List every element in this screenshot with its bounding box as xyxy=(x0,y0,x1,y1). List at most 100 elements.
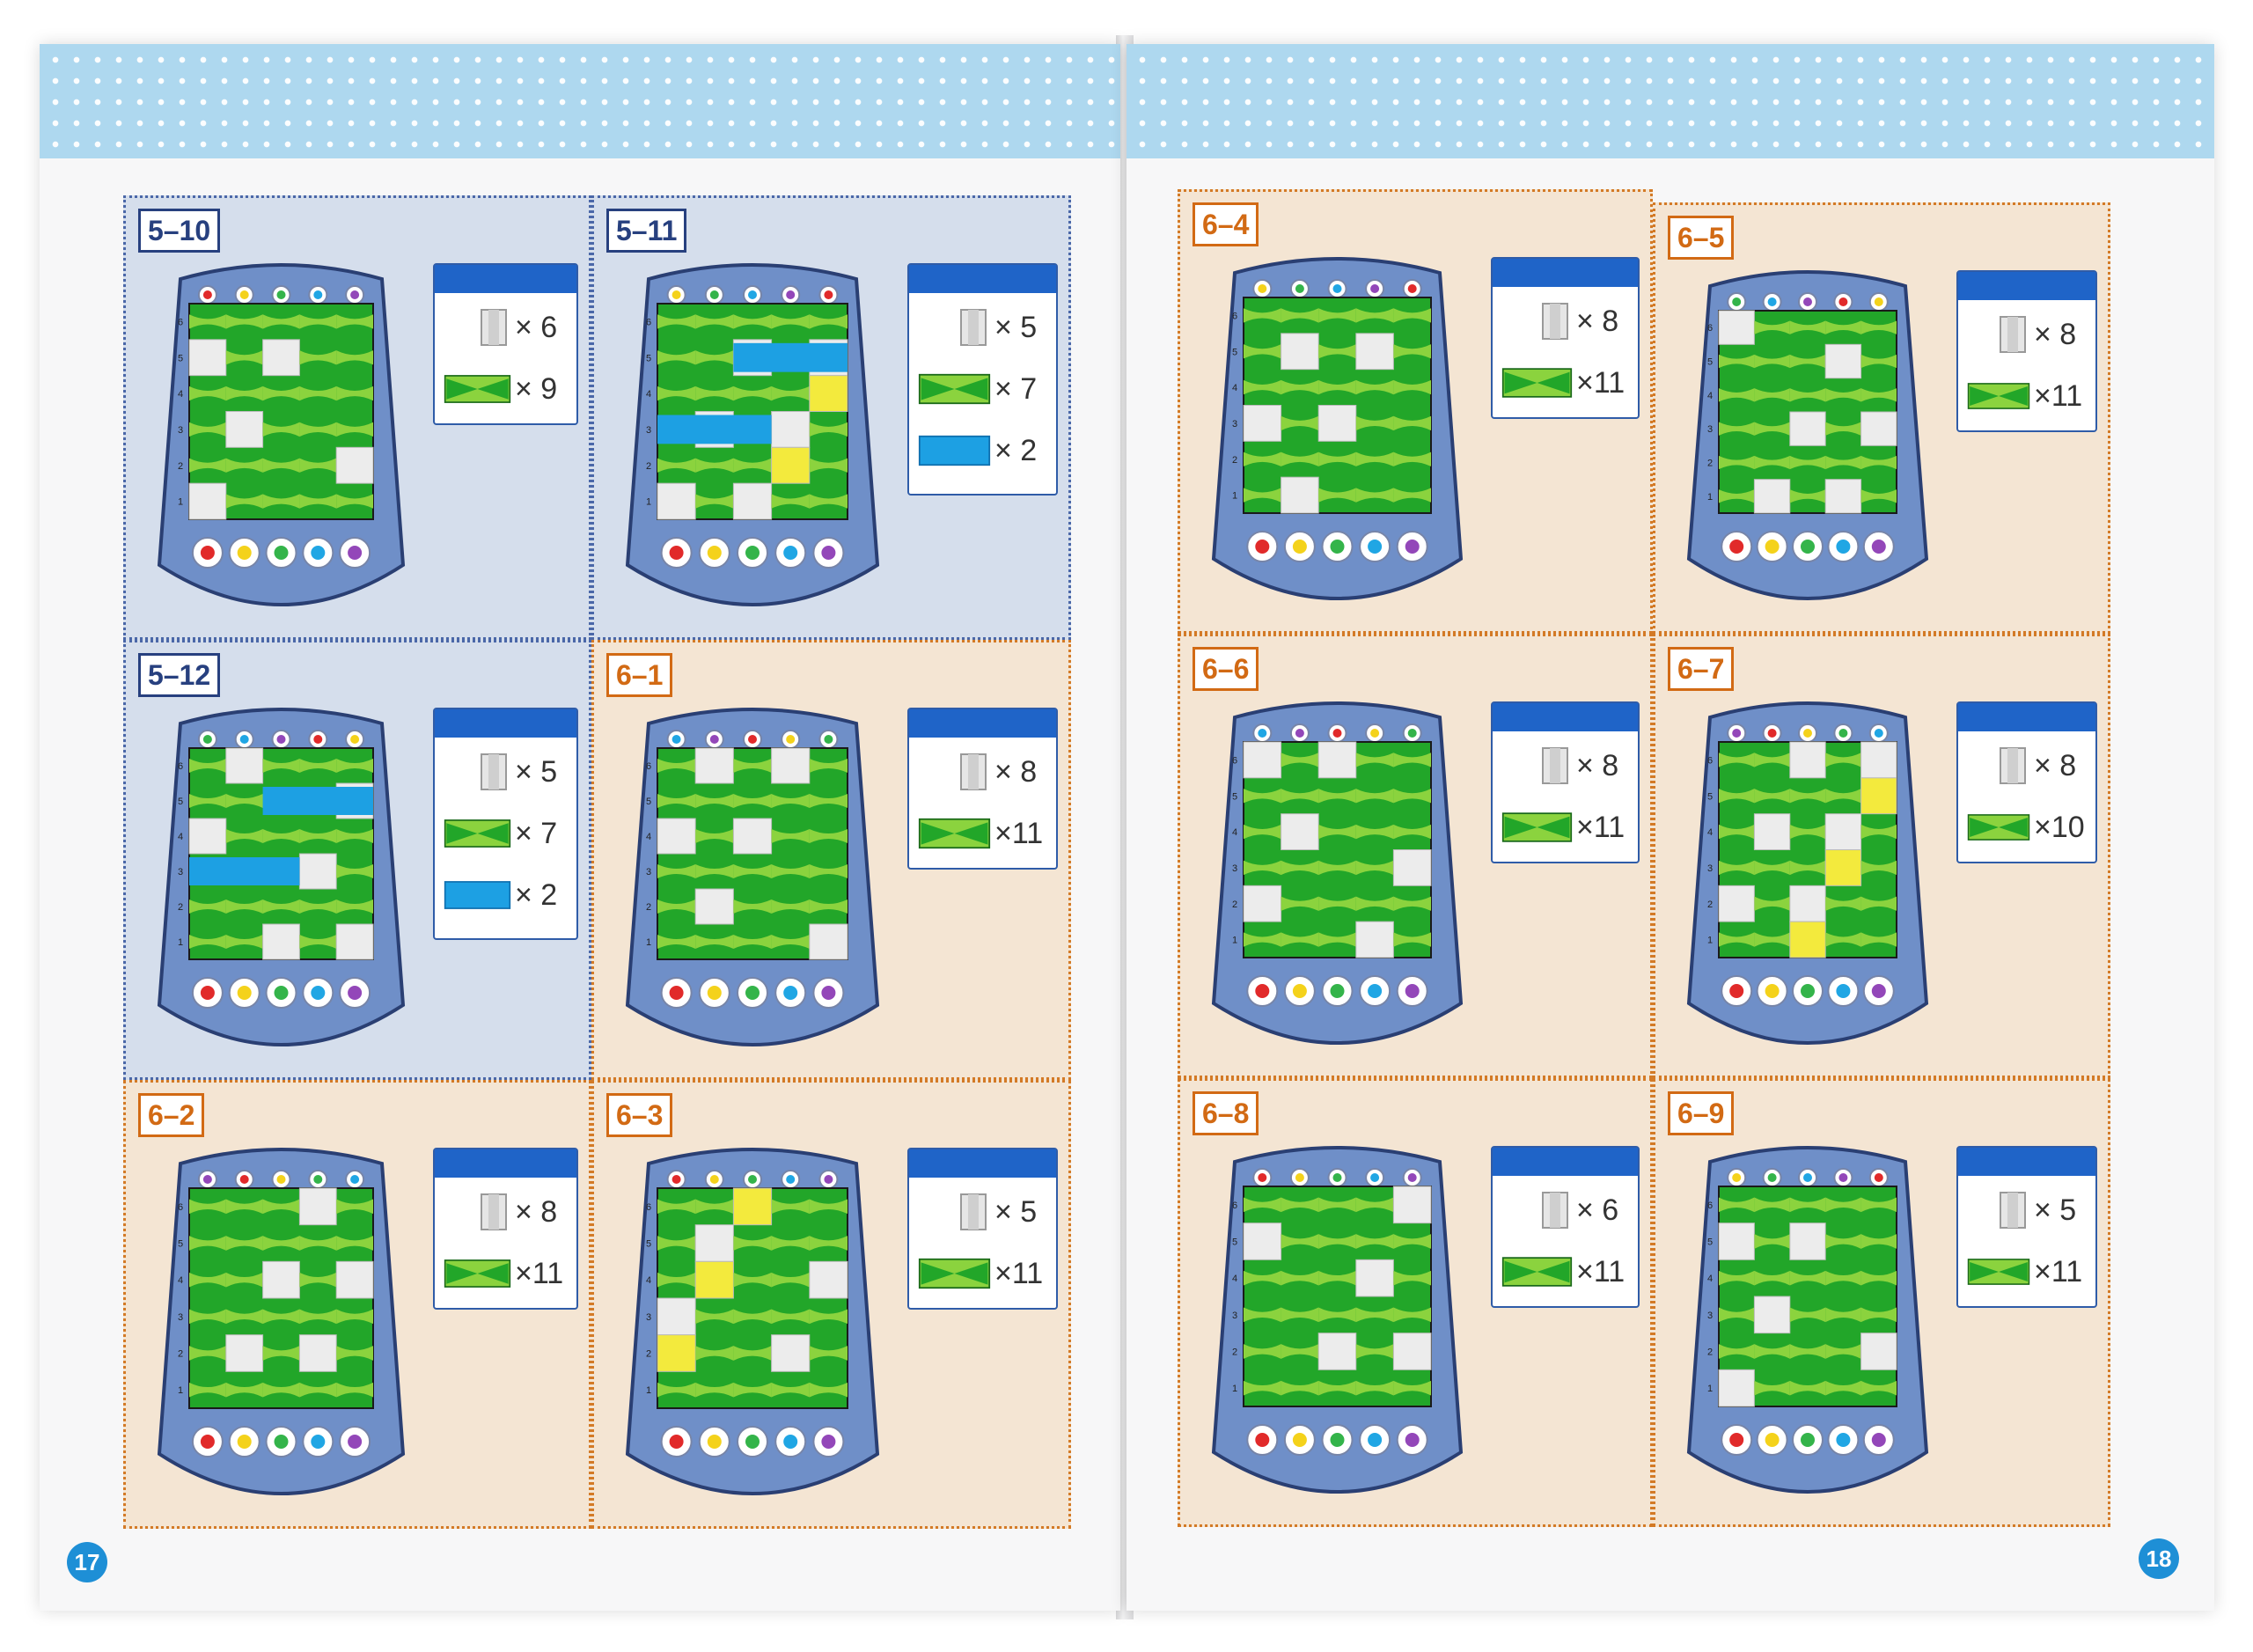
part-row: ×11 xyxy=(444,1253,569,1294)
white-tile xyxy=(335,1260,374,1299)
white-tile xyxy=(771,1334,811,1372)
path-tile xyxy=(657,794,696,808)
path-tile xyxy=(733,1236,772,1251)
path-tile xyxy=(733,314,772,329)
part-row: × 8 xyxy=(1967,314,2088,355)
path-tile xyxy=(225,1382,263,1398)
path-tile xyxy=(1355,860,1394,876)
green-path-tile-icon xyxy=(1967,814,2030,841)
parts-box: × 8 ×11 xyxy=(1956,270,2097,432)
part-count: × 7 xyxy=(515,816,558,850)
row-number: 5 xyxy=(1707,357,1713,368)
path-tile xyxy=(771,1309,810,1325)
path-tile xyxy=(1281,789,1319,804)
green-path-tile-icon xyxy=(444,375,511,403)
peg-color-dot xyxy=(239,1175,249,1184)
path-tile xyxy=(1393,379,1431,395)
part-count: × 7 xyxy=(994,371,1038,406)
peg-color-dot xyxy=(1732,729,1742,738)
part-count: × 8 xyxy=(994,754,1038,789)
row-number: 1 xyxy=(1232,1384,1237,1394)
blue-bar-piece xyxy=(189,857,300,885)
path-tile xyxy=(336,494,373,509)
marble xyxy=(783,986,798,1000)
row-number: 3 xyxy=(1232,1311,1237,1321)
parts-box-header xyxy=(435,709,576,738)
peg-color-dot xyxy=(1407,1173,1417,1182)
path-tile xyxy=(1754,422,1790,436)
path-tile xyxy=(657,1236,696,1251)
part-row: × 8 xyxy=(1501,745,1631,786)
white-tile-icon xyxy=(2000,316,2026,353)
yellow-tile xyxy=(1824,849,1862,886)
marble xyxy=(1801,1433,1815,1447)
path-tile xyxy=(225,458,263,473)
path-tile xyxy=(1281,932,1319,947)
white-tile xyxy=(694,747,734,784)
path-tile xyxy=(1719,455,1755,470)
path-tile xyxy=(225,794,263,808)
marble xyxy=(1330,540,1345,554)
path-tile xyxy=(1318,789,1356,804)
path-tile xyxy=(1860,388,1897,402)
path-tile xyxy=(1281,896,1319,911)
row-number: 4 xyxy=(1232,383,1237,393)
part-count: × 6 xyxy=(1576,1193,1619,1227)
path-tile xyxy=(1355,1380,1394,1396)
parts-box-header xyxy=(909,1149,1056,1178)
green-path-tile-icon xyxy=(918,373,991,405)
path-tile xyxy=(1281,415,1319,431)
part-row: ×11 xyxy=(918,813,1049,854)
marble xyxy=(237,546,252,560)
peg-color-dot xyxy=(1295,1173,1304,1182)
peg-color-dot xyxy=(824,1175,833,1184)
path-tile xyxy=(336,385,373,401)
green-path-tile-icon xyxy=(1501,812,1573,842)
parts-box-header xyxy=(1958,1148,2095,1176)
path-tile xyxy=(1318,344,1356,359)
puzzle-number: 6–1 xyxy=(606,653,673,697)
white-tile xyxy=(262,1260,300,1299)
white-tile-icon xyxy=(481,309,507,346)
path-tile xyxy=(1244,308,1281,323)
row-number: 2 xyxy=(1707,459,1713,469)
marble xyxy=(1836,984,1851,998)
peg-color-dot xyxy=(313,735,323,744)
row-number: 6 xyxy=(178,1202,183,1213)
peg-color-dot xyxy=(671,1175,681,1184)
row-number: 2 xyxy=(646,902,651,913)
marble xyxy=(1405,984,1420,998)
part-count: × 5 xyxy=(515,754,558,789)
path-tile xyxy=(1754,320,1790,334)
part-count: × 5 xyxy=(2034,1193,2077,1227)
path-tile xyxy=(809,1309,848,1325)
path-tile xyxy=(1789,1380,1826,1396)
path-tile xyxy=(262,829,300,843)
marble xyxy=(274,546,289,560)
marble xyxy=(745,1435,760,1449)
path-tile xyxy=(1719,388,1755,402)
row-number: 3 xyxy=(1232,863,1237,874)
part-count: ×11 xyxy=(2034,378,2083,413)
white-tile xyxy=(1753,479,1791,514)
path-tile xyxy=(657,864,696,878)
path-tile xyxy=(225,1236,263,1251)
green-path-tile-icon xyxy=(1501,368,1573,398)
path-tile xyxy=(262,899,300,914)
path-tile xyxy=(299,422,337,437)
row-number: 3 xyxy=(1707,1311,1713,1321)
path-tile xyxy=(695,350,734,365)
marble xyxy=(1292,540,1307,554)
dotted-header-band xyxy=(40,44,1120,158)
path-tile xyxy=(262,314,300,329)
path-tile xyxy=(695,458,734,473)
marble xyxy=(311,546,326,560)
path-tile xyxy=(657,385,696,401)
row-number: 3 xyxy=(178,425,183,436)
path-tile xyxy=(262,458,300,473)
row-number: 1 xyxy=(1707,936,1713,946)
white-tile xyxy=(1281,333,1319,371)
